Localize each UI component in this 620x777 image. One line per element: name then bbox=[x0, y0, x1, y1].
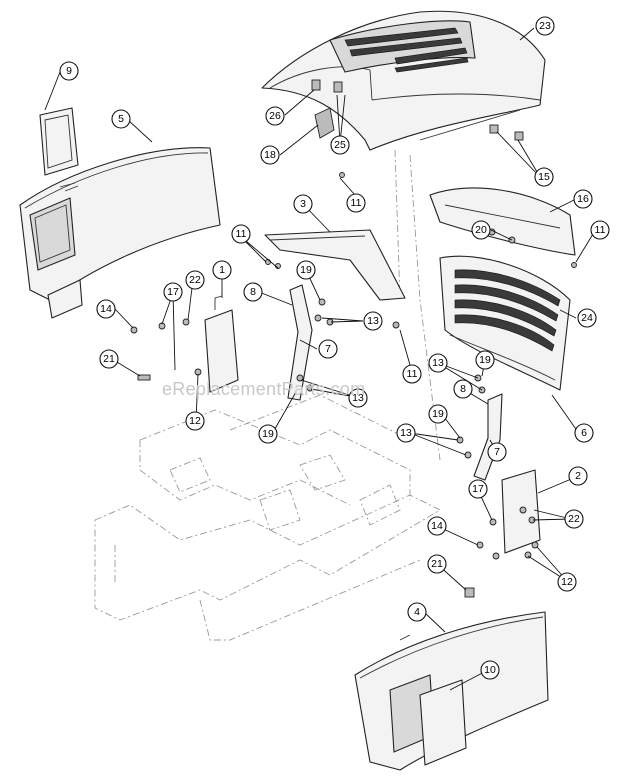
svg-text:3: 3 bbox=[300, 198, 306, 210]
callout-11-left: 11 bbox=[231, 224, 251, 244]
callout-11-top: 11 bbox=[346, 193, 366, 213]
callout-21-right: 21 bbox=[427, 554, 447, 574]
callout-13-middle-left: 13 bbox=[348, 388, 368, 408]
svg-text:21: 21 bbox=[431, 558, 443, 570]
hood-top-part bbox=[261, 10, 546, 151]
svg-text:14: 14 bbox=[431, 520, 443, 532]
callout-7-right: 7 bbox=[487, 442, 507, 462]
callout-17-right: 17 bbox=[468, 479, 488, 499]
svg-text:1: 1 bbox=[219, 264, 225, 276]
svg-text:8: 8 bbox=[250, 286, 256, 298]
callout-13-lower-right: 13 bbox=[396, 423, 416, 443]
callout-26: 26 bbox=[265, 106, 285, 126]
svg-text:13: 13 bbox=[367, 315, 379, 327]
callout-1: 1 bbox=[212, 260, 232, 280]
svg-text:6: 6 bbox=[581, 427, 587, 439]
svg-text:22: 22 bbox=[189, 274, 201, 286]
callout-10: 10 bbox=[480, 660, 500, 680]
callout-8-right: 8 bbox=[453, 379, 473, 399]
hood-brackets bbox=[311, 79, 524, 141]
left-brace-part bbox=[287, 284, 313, 401]
callout-2: 2 bbox=[568, 466, 588, 486]
svg-text:25: 25 bbox=[334, 139, 346, 151]
callout-14-left: 14 bbox=[96, 299, 116, 319]
svg-text:14: 14 bbox=[100, 303, 112, 315]
callout-16: 16 bbox=[573, 189, 593, 209]
callout-12-right: 12 bbox=[557, 572, 577, 592]
svg-text:13: 13 bbox=[400, 427, 412, 439]
svg-text:21: 21 bbox=[103, 353, 115, 365]
callout-3: 3 bbox=[293, 194, 313, 214]
svg-text:15: 15 bbox=[538, 171, 550, 183]
callout-19-middle-right: 19 bbox=[428, 404, 448, 424]
svg-text:13: 13 bbox=[432, 357, 444, 369]
svg-text:11: 11 bbox=[595, 224, 606, 236]
right-brace-part bbox=[473, 393, 503, 481]
callout-5: 5 bbox=[111, 109, 131, 129]
callout-19-lower-left: 19 bbox=[258, 424, 278, 444]
svg-text:2: 2 bbox=[575, 470, 581, 482]
svg-text:7: 7 bbox=[494, 446, 500, 458]
callout-24: 24 bbox=[577, 308, 597, 328]
callout-7-left: 7 bbox=[318, 339, 338, 359]
callout-19-upper-left: 19 bbox=[296, 260, 316, 280]
svg-text:11: 11 bbox=[236, 228, 247, 240]
support-bracket-part bbox=[264, 229, 406, 301]
svg-text:17: 17 bbox=[472, 483, 484, 495]
lens-part bbox=[39, 107, 79, 176]
svg-text:19: 19 bbox=[432, 408, 444, 420]
chassis-frame bbox=[94, 149, 441, 641]
svg-text:10: 10 bbox=[484, 664, 496, 676]
callout-14-right: 14 bbox=[427, 516, 447, 536]
callout-21-left: 21 bbox=[99, 349, 119, 369]
left-hood-bracket-part bbox=[204, 295, 239, 393]
callout-19-upper-right: 19 bbox=[475, 350, 495, 370]
callout-9: 9 bbox=[59, 61, 79, 81]
callout-11-middle: 11 bbox=[402, 364, 422, 384]
svg-text:22: 22 bbox=[568, 513, 580, 525]
callout-15: 15 bbox=[534, 167, 554, 187]
svg-text:23: 23 bbox=[539, 20, 551, 32]
svg-text:19: 19 bbox=[262, 428, 274, 440]
callout-13-upper-right: 13 bbox=[428, 353, 448, 373]
svg-text:24: 24 bbox=[581, 312, 593, 324]
watermark-text: eReplacementParts.com bbox=[162, 379, 365, 399]
callout-12-left: 12 bbox=[185, 411, 205, 431]
callout-13-upper-left: 13 bbox=[363, 311, 383, 331]
svg-text:19: 19 bbox=[300, 264, 312, 276]
svg-text:9: 9 bbox=[66, 65, 72, 77]
svg-text:5: 5 bbox=[118, 113, 124, 125]
svg-text:4: 4 bbox=[414, 606, 420, 618]
callout-4: 4 bbox=[407, 602, 427, 622]
svg-text:19: 19 bbox=[479, 354, 491, 366]
callout-23: 23 bbox=[535, 16, 555, 36]
callout-20: 20 bbox=[471, 220, 491, 240]
svg-text:16: 16 bbox=[577, 193, 589, 205]
callout-18: 18 bbox=[260, 145, 280, 165]
svg-text:11: 11 bbox=[351, 197, 362, 209]
svg-text:12: 12 bbox=[561, 576, 573, 588]
right-side-panel-part bbox=[354, 611, 549, 771]
callout-8-left: 8 bbox=[243, 282, 263, 302]
svg-text:13: 13 bbox=[352, 392, 364, 404]
callout-17-left: 17 bbox=[163, 282, 183, 302]
left-side-panel-part bbox=[19, 147, 221, 319]
svg-text:12: 12 bbox=[189, 415, 201, 427]
svg-text:26: 26 bbox=[269, 110, 281, 122]
svg-text:20: 20 bbox=[475, 224, 487, 236]
callout-6: 6 bbox=[574, 423, 594, 443]
grille-bracket-part bbox=[429, 187, 576, 256]
svg-text:17: 17 bbox=[167, 286, 179, 298]
callout-25: 25 bbox=[330, 135, 350, 155]
callout-11-right: 11 bbox=[590, 220, 610, 240]
svg-text:18: 18 bbox=[264, 149, 276, 161]
callout-22-left: 22 bbox=[185, 270, 205, 290]
svg-text:8: 8 bbox=[460, 383, 466, 395]
grille-part bbox=[439, 255, 571, 391]
callout-22-right: 22 bbox=[564, 509, 584, 529]
svg-text:7: 7 bbox=[325, 343, 331, 355]
svg-text:11: 11 bbox=[407, 368, 418, 380]
